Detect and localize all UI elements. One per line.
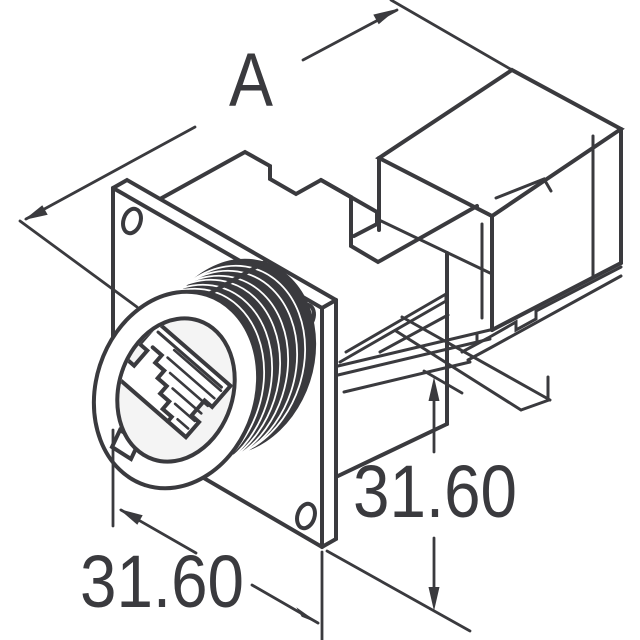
dimension-flange-width: 31.60	[80, 428, 324, 640]
rj45-jack-opening	[110, 320, 234, 440]
extension-line	[389, 0, 514, 72]
dimension-label-a: A	[229, 38, 273, 123]
screw-hole-top-left	[121, 206, 143, 236]
extension-line	[18, 219, 139, 309]
extension-line	[325, 549, 472, 633]
dimension-flange-height: 31.60	[325, 369, 517, 633]
arrowhead-down	[428, 587, 440, 611]
dimension-value-height: 31.60	[353, 450, 517, 533]
threaded-bezel	[91, 258, 317, 491]
arrowhead-left	[24, 205, 48, 220]
arrowhead-right	[373, 9, 397, 25]
arrowhead-right	[296, 607, 320, 624]
dimension-overall-length: A	[18, 0, 514, 309]
screw-hole-bottom-right	[295, 501, 317, 531]
arrowhead-left	[119, 509, 143, 525]
dimension-value-width: 31.60	[80, 540, 244, 623]
arrowhead-up	[428, 377, 440, 401]
extension-line	[422, 369, 464, 395]
